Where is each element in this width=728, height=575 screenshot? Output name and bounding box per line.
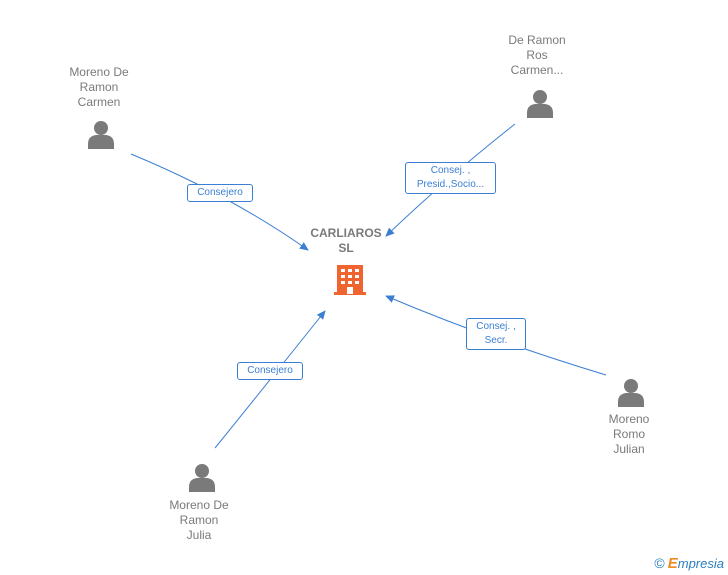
person-name-line: Ros <box>526 48 548 62</box>
person-label-moreno-romo-julian[interactable]: Moreno Romo Julian <box>579 412 679 457</box>
copyright-footer[interactable]: ©Empresia <box>654 555 724 572</box>
relation-label-consejero[interactable]: Consejero <box>237 362 303 380</box>
person-icon[interactable] <box>187 462 217 492</box>
person-name-line: Moreno De <box>69 65 129 79</box>
person-name-line: Julia <box>186 528 212 542</box>
person-name-line: Ramon <box>179 513 219 527</box>
relation-text: Consej. , <box>430 165 471 176</box>
person-label-de-ramon-ros-carmen[interactable]: De Ramon Ros Carmen... <box>487 33 587 78</box>
person-name-line: Moreno De <box>169 498 229 512</box>
copyright-icon: © <box>654 555 665 571</box>
person-name-line: Carmen <box>77 95 121 109</box>
relation-text: Secr. <box>484 335 508 346</box>
relation-text: Consej. , <box>476 321 516 332</box>
company-name[interactable]: CARLIAROS SL <box>296 226 396 256</box>
edge-moreno-de-ramon-carmen <box>130 153 309 251</box>
person-icon[interactable] <box>86 119 116 149</box>
relation-label-consej-secr[interactable]: Consej. , Secr. <box>466 318 526 350</box>
person-icon[interactable] <box>616 377 646 407</box>
person-label-moreno-de-ramon-julia[interactable]: Moreno De Ramon Julia <box>149 498 249 543</box>
company-name-line2: SL <box>338 241 354 255</box>
relation-text: Presid.,Socio... <box>416 179 485 190</box>
person-name-line: De Ramon <box>508 33 566 47</box>
person-name-line: Carmen... <box>510 63 564 77</box>
relation-text: Consejero <box>247 365 293 376</box>
building-icon[interactable] <box>333 262 367 296</box>
person-name-line: Ramon <box>79 80 119 94</box>
company-name-line1: CARLIAROS <box>310 226 382 240</box>
relation-label-consej-presid-socio[interactable]: Consej. , Presid.,Socio... <box>405 162 496 194</box>
relation-label-consejero[interactable]: Consejero <box>187 184 253 202</box>
person-name-line: Romo <box>612 427 645 441</box>
relation-text: Consejero <box>197 187 243 198</box>
person-label-moreno-de-ramon-carmen[interactable]: Moreno De Ramon Carmen <box>49 65 149 110</box>
person-name-line: Moreno <box>608 412 650 426</box>
brand-logo-text: mpresia <box>677 556 724 571</box>
person-name-line: Julian <box>613 442 645 456</box>
brand-logo-initial: E <box>667 555 678 572</box>
person-icon[interactable] <box>525 88 555 118</box>
